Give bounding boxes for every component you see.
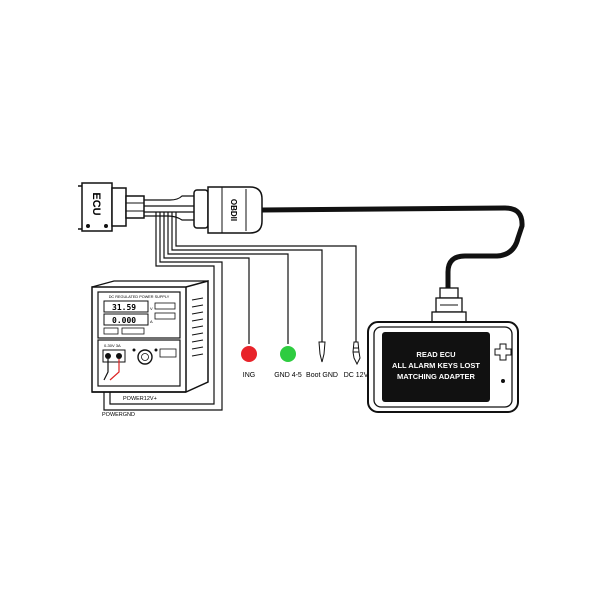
dc-barrel-plug-icon bbox=[352, 341, 361, 366]
current-unit: A bbox=[150, 319, 153, 324]
ecu-module: ECU bbox=[78, 182, 145, 232]
indicator-gnd: GND 4-5 bbox=[274, 346, 302, 379]
output-terminal-positive bbox=[116, 353, 122, 359]
wire-label-negative: POWERGND bbox=[102, 412, 135, 418]
voltage-display bbox=[103, 300, 149, 313]
screen-line-1: READ ECU bbox=[416, 350, 455, 359]
device-screen bbox=[382, 332, 490, 402]
alligator-clip-icon bbox=[318, 341, 326, 363]
power-supply: DC REGULATED POWER SUPPLY 31.59 V 0.000 … bbox=[91, 280, 209, 393]
red-dot-icon bbox=[241, 346, 257, 362]
obd-connector: OBDII bbox=[193, 186, 263, 234]
adjust-knob-icon bbox=[137, 349, 153, 365]
ecu-harness bbox=[144, 195, 196, 221]
screen-line-2: ALL ALARM KEYS LOST bbox=[392, 361, 480, 370]
power-supply-header: DC REGULATED POWER SUPPLY bbox=[109, 295, 170, 299]
obd-connector-label: OBDII bbox=[229, 199, 238, 221]
indicator-ing: ING bbox=[241, 346, 257, 379]
branch-wires bbox=[103, 212, 357, 411]
indicator-label: DC 12V bbox=[344, 372, 369, 379]
range-label: 0-30V 3A bbox=[104, 343, 121, 348]
diagnostic-device: READ ECU ALL ALARM KEYS LOST MATCHING AD… bbox=[367, 321, 519, 413]
screen-line-3: MATCHING ADAPTER bbox=[397, 372, 475, 381]
indicator-boot-gnd: Boot GND bbox=[306, 341, 338, 379]
db-connector bbox=[431, 287, 467, 323]
dpad-icon[interactable] bbox=[494, 343, 512, 361]
green-dot-icon bbox=[280, 346, 296, 362]
voltage-readout: 31.59 bbox=[112, 303, 136, 312]
current-readout: 0.000 bbox=[112, 316, 136, 325]
ecu-label: ECU bbox=[90, 192, 102, 215]
current-display bbox=[103, 313, 149, 326]
indicator-dc12v: DC 12V bbox=[344, 341, 369, 379]
wire-label-positive: POWER12V+ bbox=[123, 396, 157, 402]
power-leads bbox=[103, 359, 120, 381]
indicator-label: GND 4-5 bbox=[274, 372, 302, 379]
indicator-label: ING bbox=[243, 372, 255, 379]
voltage-unit: V bbox=[150, 306, 153, 311]
indicator-label: Boot GND bbox=[306, 372, 338, 379]
main-cable bbox=[259, 205, 525, 293]
output-terminal-negative bbox=[105, 353, 111, 359]
